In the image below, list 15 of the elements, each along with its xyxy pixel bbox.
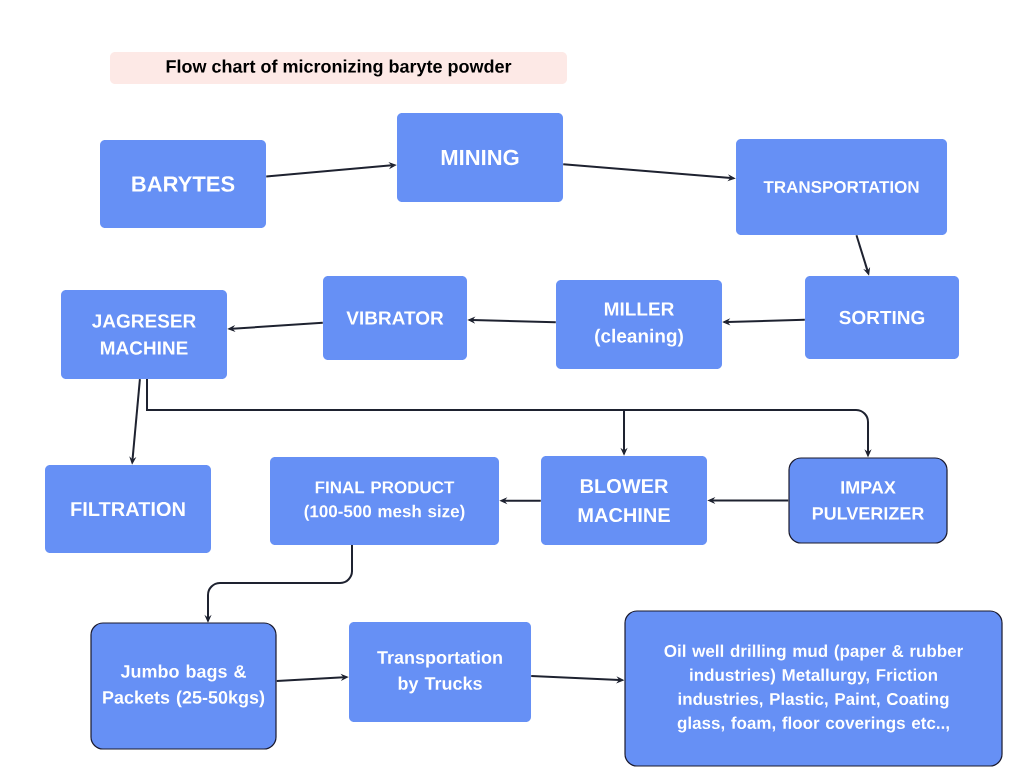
process-box: JAGRESER MACHINE xyxy=(61,290,227,379)
process-box: FINAL PRODUCT (100-500 mesh size) xyxy=(270,457,499,545)
process-box: BARYTES xyxy=(100,140,266,228)
process-box: IMPAX PULVERIZER xyxy=(788,457,948,544)
process-box: VIBRATOR xyxy=(323,276,467,360)
process-box: Oil well drilling mud (paper & rubber industries) Metallurgy, Friction industries, Plastic, Paint, Coating glass, foam, floor coverings etc.., xyxy=(624,610,1003,767)
process-box: FILTRATION xyxy=(45,465,211,553)
process-box: Jumbo bags & Packets (25-50kgs) xyxy=(90,622,277,750)
process-box: Transportation by Trucks xyxy=(349,622,531,722)
title-box: Flow chart of micronizing baryte powder xyxy=(110,52,567,84)
process-box: MINING xyxy=(397,113,563,202)
process-box: SORTING xyxy=(805,276,959,359)
process-box: MILLER (cleaning) xyxy=(556,280,722,369)
process-box: TRANSPORTATION xyxy=(736,139,947,235)
process-box: BLOWER MACHINE xyxy=(541,456,707,545)
